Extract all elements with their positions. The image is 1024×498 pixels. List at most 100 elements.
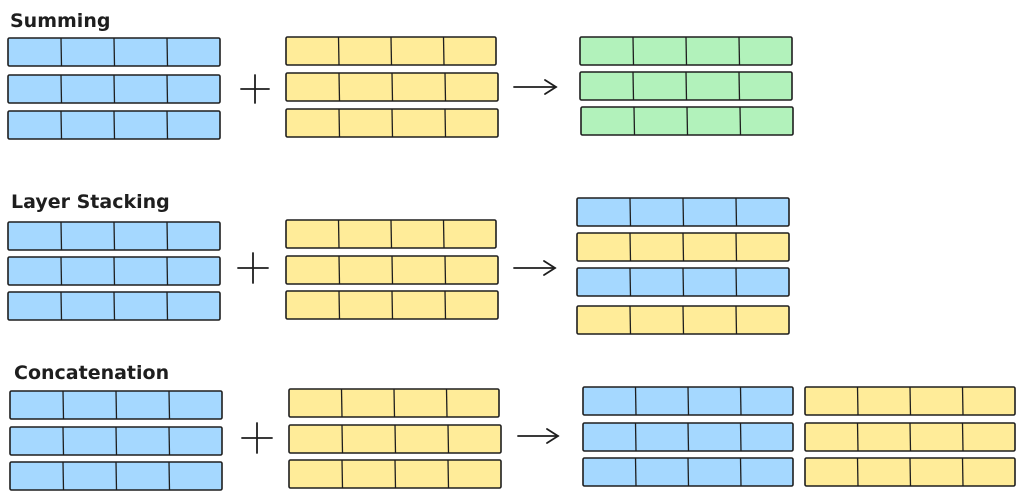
cell-divider — [629, 267, 632, 297]
input-a-group — [7, 221, 221, 321]
arrow-head — [543, 260, 557, 276]
vector — [804, 457, 1016, 487]
vector — [7, 291, 221, 321]
cell-divider — [337, 219, 340, 249]
cell-divider — [113, 74, 116, 104]
cell-divider — [632, 36, 635, 66]
cell-divider — [686, 106, 689, 136]
cell-divider — [739, 386, 742, 416]
cell-divider — [113, 110, 116, 140]
vector — [285, 290, 499, 320]
cell-divider — [115, 390, 118, 420]
cell-divider — [738, 36, 741, 66]
arrow-head — [544, 79, 558, 95]
cell-divider — [687, 422, 690, 452]
plus-operator — [237, 252, 269, 284]
cell-divider — [682, 267, 685, 297]
cell-divider — [168, 426, 171, 456]
vector — [582, 457, 794, 487]
vector — [288, 388, 500, 418]
input-a-group — [7, 37, 221, 140]
cell-divider — [113, 256, 116, 286]
arrow-icon — [517, 428, 560, 444]
cell-divider — [168, 461, 171, 491]
cell-divider — [60, 221, 63, 251]
cell-divider — [390, 36, 393, 66]
vector — [7, 37, 221, 67]
cell-divider — [735, 197, 738, 227]
cell-divider — [445, 388, 448, 418]
cell-divider — [393, 388, 396, 418]
cell-divider — [60, 110, 63, 140]
plus-operator — [241, 422, 273, 454]
cell-divider — [856, 386, 859, 416]
cell-divider — [856, 457, 859, 487]
cell-divider — [629, 197, 632, 227]
vector — [580, 106, 794, 136]
section-title-concatenation: Concatenation — [14, 362, 169, 384]
cell-divider — [629, 305, 632, 335]
cell-divider — [62, 461, 65, 491]
cell-divider — [340, 388, 343, 418]
cell-divider — [113, 37, 116, 67]
vector — [285, 36, 497, 66]
cell-divider — [738, 71, 741, 101]
cell-divider — [391, 108, 394, 138]
section-concatenation: Concatenation — [9, 362, 1016, 491]
cell-divider — [338, 255, 341, 285]
cell-divider — [632, 71, 635, 101]
cell-divider — [166, 221, 169, 251]
arrow-head — [546, 428, 560, 444]
vector — [288, 424, 502, 454]
cell-divider — [447, 459, 450, 489]
cell-divider — [338, 290, 341, 320]
cell-divider — [629, 232, 632, 262]
vector — [7, 110, 221, 140]
cell-divider — [166, 74, 169, 104]
cell-divider — [391, 255, 394, 285]
cell-divider — [341, 459, 344, 489]
cell-divider — [735, 232, 738, 262]
cell-divider — [444, 108, 447, 138]
vector — [7, 74, 221, 104]
cell-divider — [909, 386, 912, 416]
cell-divider — [166, 291, 169, 321]
section-layer-stacking: Layer Stacking — [7, 191, 790, 335]
cell-divider — [391, 290, 394, 320]
vector — [9, 426, 223, 456]
section-summing: Summing — [7, 10, 794, 140]
input-a-group — [9, 390, 223, 491]
vector — [576, 197, 790, 227]
cell-divider — [168, 390, 171, 420]
input-b-group — [285, 219, 499, 320]
section-title-layer-stacking: Layer Stacking — [11, 191, 170, 213]
result-group-left — [582, 386, 794, 487]
cell-divider — [60, 37, 63, 67]
cell-divider — [682, 305, 685, 335]
cell-divider — [685, 36, 688, 66]
cell-divider — [961, 422, 964, 452]
cell-divider — [341, 424, 344, 454]
vector — [285, 108, 499, 138]
vector — [804, 386, 1016, 416]
cell-divider — [62, 390, 65, 420]
cell-divider — [856, 422, 859, 452]
cell-divider — [444, 290, 447, 320]
cell-divider — [634, 386, 637, 416]
cell-divider — [682, 232, 685, 262]
vector — [285, 255, 499, 285]
result-group-right — [804, 386, 1016, 487]
cell-divider — [682, 197, 685, 227]
vector — [576, 267, 790, 297]
vector — [285, 219, 497, 249]
cell-divider — [338, 72, 341, 102]
vector — [576, 232, 790, 262]
cell-divider — [60, 291, 63, 321]
cell-divider — [390, 219, 393, 249]
vector — [9, 390, 223, 420]
cell-divider — [444, 255, 447, 285]
result-group — [576, 197, 790, 335]
vector — [7, 256, 221, 286]
cell-divider — [113, 291, 116, 321]
cell-divider — [961, 457, 964, 487]
